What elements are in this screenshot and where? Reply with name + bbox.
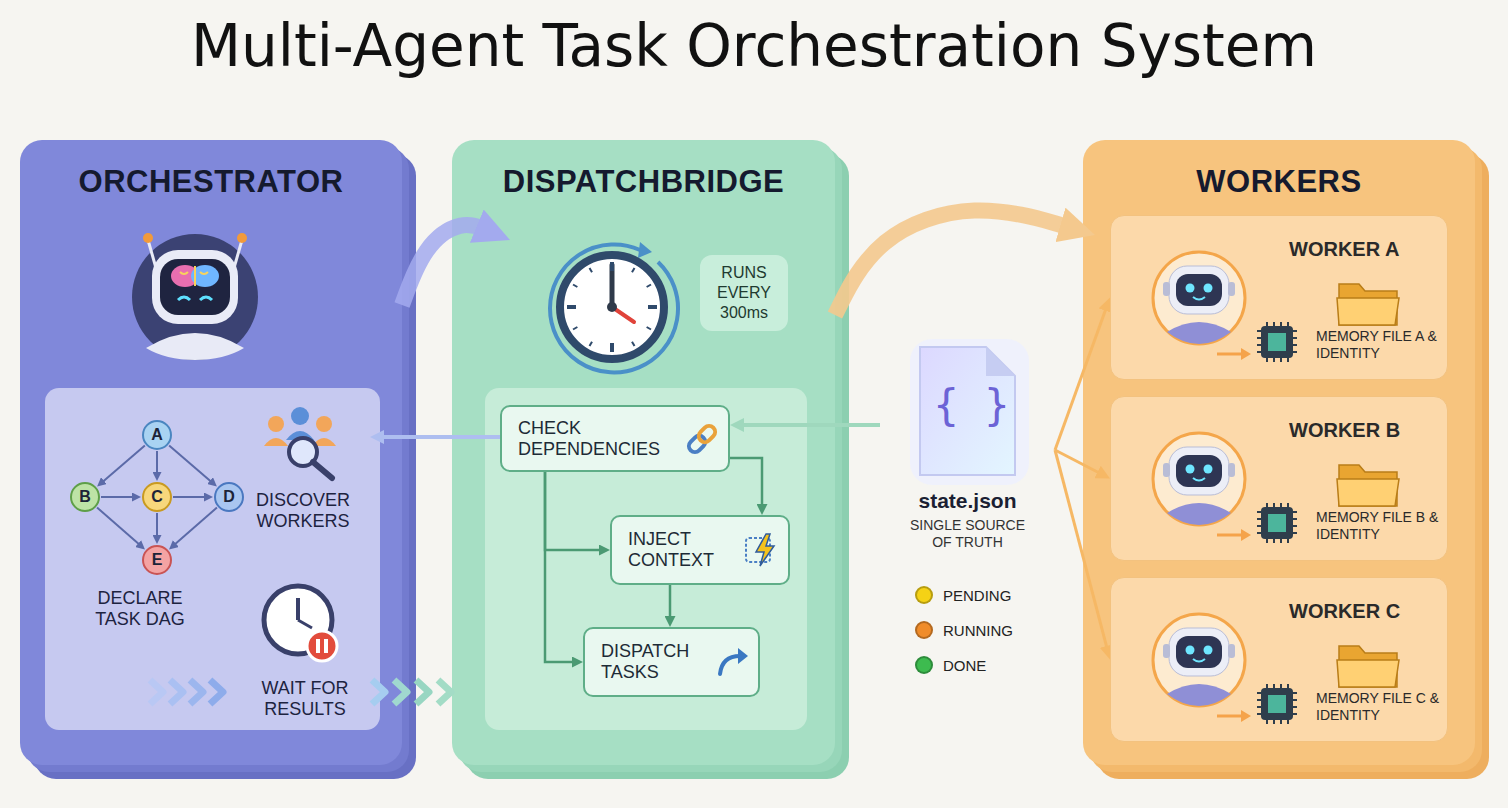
- connector: [545, 472, 575, 662]
- legend-row: RUNNING: [915, 621, 1013, 639]
- dag-node: E: [142, 545, 172, 575]
- connector: [380, 435, 500, 439]
- icon-caption: WAIT FOR RESULTS: [245, 678, 365, 719]
- node-text: MEMORY FILE C & IDENTITY: [1316, 690, 1441, 724]
- connector: [97, 508, 140, 546]
- node-heading: D: [223, 488, 235, 506]
- node-heading: E: [152, 551, 163, 569]
- clock-ticks: [567, 262, 657, 352]
- title: Multi-Agent Task Orchestration System: [0, 12, 1508, 80]
- connector: [669, 585, 672, 619]
- link-icon: [684, 421, 720, 457]
- legend-text: RUNNING: [943, 622, 1013, 639]
- legend-text: PENDING: [943, 587, 1011, 604]
- node-heading: A: [151, 426, 163, 444]
- connector: [730, 458, 762, 507]
- icon-caption: DECLARE TASK DAG: [75, 588, 205, 629]
- connector: [173, 496, 207, 498]
- node-heading: WORKER A: [1289, 238, 1399, 261]
- inner-panel: [45, 388, 380, 730]
- node-heading: { }: [884, 381, 1059, 430]
- dispatch-clock: [550, 242, 678, 372]
- legend-swatch: [915, 621, 933, 639]
- wait-clock-icon: [264, 586, 337, 661]
- worker-box: WORKER B MEMORY FILE B & IDENTITY: [1110, 396, 1448, 561]
- panel-front: [20, 140, 402, 765]
- discover-icon: [264, 407, 336, 478]
- state-file: { }state.jsonSINGLE SOURCE OF TRUTH: [880, 345, 1055, 551]
- connector: [545, 472, 602, 550]
- worker-box: WORKER C MEMORY FILE C & IDENTITY: [1110, 577, 1448, 742]
- dag-node: B: [70, 482, 100, 512]
- process-box: INJECT CONTEXT: [610, 515, 790, 585]
- inner-panel: [485, 388, 807, 730]
- panel-layer: [1090, 147, 1482, 772]
- legend-row: DONE: [915, 656, 986, 674]
- legend-row: PENDING: [915, 586, 1011, 604]
- panel-layer: [1097, 154, 1489, 779]
- connector: [174, 508, 217, 546]
- dispatchbridge-panel: RUNS EVERY 300msCHECK DEPENDENCIES INJECT…: [452, 140, 835, 765]
- node-text: state.json: [880, 489, 1055, 513]
- process-box: CHECK DEPENDENCIES: [500, 405, 730, 472]
- node-heading: C: [151, 488, 163, 506]
- connector: [1055, 450, 1108, 650]
- node-text: MEMORY FILE A & IDENTITY: [1316, 328, 1441, 362]
- workers-panel: WORKER A MEMORY FILE A & IDENTITY WORKER B…: [1083, 140, 1475, 765]
- node-heading: DISPATCH TASKS: [601, 641, 710, 682]
- panel-front: [1083, 140, 1475, 765]
- node-heading: B: [79, 488, 91, 506]
- node-heading: CHECK DEPENDENCIES: [518, 418, 680, 459]
- connector: [156, 513, 158, 538]
- dag-node: A: [142, 420, 172, 450]
- icon-caption: DISCOVER WORKERS: [238, 490, 368, 531]
- bolt-icon: [744, 532, 780, 568]
- process-box: DISPATCH TASKS: [583, 627, 760, 697]
- dag-node: C: [142, 482, 172, 512]
- legend-swatch: [915, 586, 933, 604]
- legend-text: DONE: [943, 657, 986, 674]
- connector: [101, 496, 135, 498]
- node-heading: WORKERS: [1196, 164, 1361, 200]
- interval-badge: RUNS EVERY 300ms: [700, 255, 788, 331]
- orchestrator-robot: [132, 233, 258, 360]
- node-heading: WORKER C: [1289, 600, 1400, 623]
- connector: [835, 210, 1071, 315]
- connector: [402, 225, 487, 305]
- send-icon: [714, 644, 750, 680]
- connector: [740, 423, 880, 427]
- node-heading: DISPATCHBRIDGE: [503, 164, 784, 200]
- node-text: SINGLE SOURCE OF TRUTH: [905, 517, 1030, 551]
- connector: [1055, 307, 1107, 450]
- legend-swatch: [915, 656, 933, 674]
- node-heading: RUNS EVERY 300ms: [704, 263, 784, 323]
- panel-front: [452, 140, 835, 765]
- connector: [156, 451, 158, 475]
- node-heading: WORKER B: [1289, 419, 1400, 442]
- node-heading: ORCHESTRATOR: [79, 164, 344, 200]
- node-heading: INJECT CONTEXT: [628, 529, 740, 570]
- worker-box: WORKER A MEMORY FILE A & IDENTITY: [1110, 215, 1448, 380]
- connector: [1055, 450, 1101, 474]
- connector: [102, 445, 145, 482]
- node-text: MEMORY FILE B & IDENTITY: [1316, 509, 1441, 543]
- orchestrator-panel: A B C D E ORCHESTRATOR: [20, 140, 402, 765]
- dag-node: D: [214, 482, 244, 512]
- connector: [169, 445, 212, 482]
